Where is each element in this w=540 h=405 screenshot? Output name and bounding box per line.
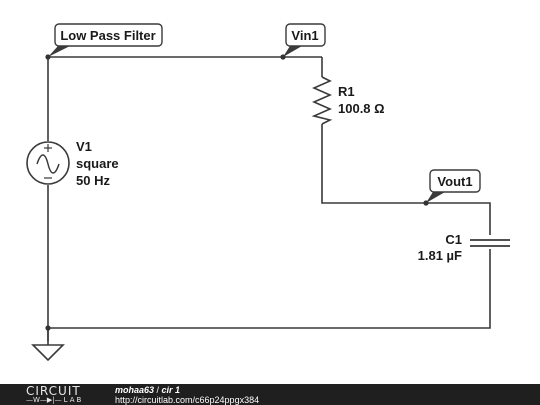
node-label-text: Vout1	[437, 174, 472, 189]
footer-bar: CIRCUIT —W—▶|—LAB mohaa63 / cir 1 http:/…	[0, 384, 540, 405]
wires	[47, 56, 491, 341]
logo-lab-text: LAB	[63, 396, 84, 404]
circuit-info: mohaa63 / cir 1 http://circuitlab.com/c6…	[115, 385, 259, 405]
source-frequency: 50 Hz	[76, 173, 110, 188]
resistor-diode-icon: —W—▶|—	[26, 396, 62, 404]
voltage-source-v1-symbol[interactable]	[26, 141, 70, 185]
circuit-name[interactable]: cir 1	[161, 385, 181, 395]
resistor-r1-symbol[interactable]	[311, 76, 333, 125]
node-label-text: Vin1	[291, 28, 318, 43]
resistor-name: R1	[338, 84, 355, 99]
node-label-vout1[interactable]: Vout1	[426, 169, 481, 203]
author-name[interactable]: mohaa63	[115, 385, 155, 395]
node-label-vin1[interactable]: Vin1	[283, 23, 326, 57]
wire-c1-bottom	[48, 249, 491, 329]
ground-icon	[31, 328, 65, 362]
circuit-url[interactable]: http://circuitlab.com/c66p24ppgx384	[115, 395, 260, 405]
logo-wordmark-bottom: —W—▶|—LAB	[26, 396, 83, 404]
schematic-canvas: Low Pass Filter Vin1 Vout1 V1 square 50 …	[26, 23, 510, 362]
wire-r1-bottom	[321, 124, 491, 235]
capacitor-c1-symbol[interactable]	[470, 239, 510, 247]
logo-wordmark-top: CIRCUIT	[26, 384, 81, 398]
source-name: V1	[76, 139, 92, 154]
source-waveform: square	[76, 156, 119, 171]
path-separator: /	[154, 385, 162, 395]
node-label-low-pass-filter[interactable]: Low Pass Filter	[48, 23, 163, 57]
node-label-text: Low Pass Filter	[60, 28, 155, 43]
capacitor-value: 1.81 µF	[418, 248, 462, 263]
capacitor-name: C1	[445, 232, 462, 247]
resistor-value: 100.8 Ω	[338, 101, 385, 116]
junction-dot	[45, 325, 51, 331]
